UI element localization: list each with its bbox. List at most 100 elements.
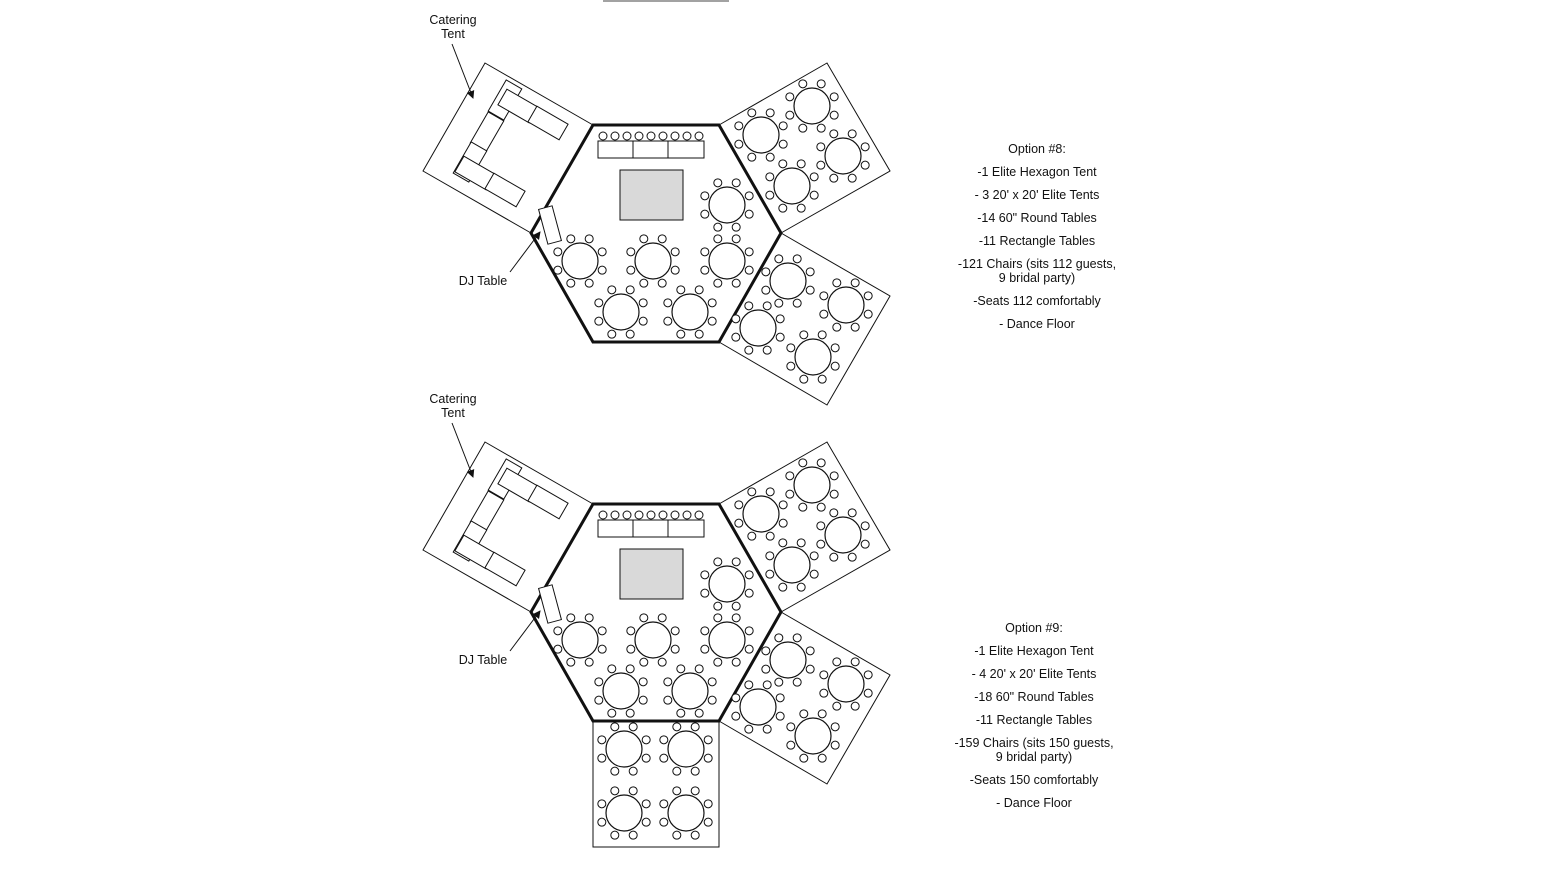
chair [670,131,680,141]
chair [594,316,604,326]
chair [816,79,826,89]
chair [700,644,710,654]
round-table-top [793,87,831,125]
round-table [819,657,873,711]
chair [850,701,860,711]
chair [761,285,771,295]
round-table-top [824,516,862,554]
round-table-top [671,293,709,331]
chair [829,508,839,518]
round-table-top [742,116,780,154]
chair [829,552,839,562]
round-table [816,508,870,562]
chair [778,203,788,213]
chair [584,657,594,667]
chair [785,489,795,499]
chair [694,285,704,295]
chair [700,209,710,219]
chair [863,291,873,301]
chair [694,510,704,520]
chair [639,657,649,667]
chair [638,298,648,308]
label-line: Catering [429,392,476,406]
chair [744,588,754,598]
chair [819,291,829,301]
chair [734,518,744,528]
round-table [663,285,717,339]
option-item: -1 Elite Hexagon Tent [977,165,1097,179]
chair [744,247,754,257]
chair [553,644,563,654]
chair [744,265,754,275]
chair [847,508,857,518]
round-table-top [561,621,599,659]
chair [597,644,607,654]
chair [792,633,802,643]
chair [744,345,754,355]
chair [829,173,839,183]
chair [713,557,723,567]
chair [778,518,788,528]
chair [805,664,815,674]
chair [598,510,608,520]
chair [628,722,638,732]
chair [805,285,815,295]
chair [657,278,667,288]
chair [798,79,808,89]
dance-floor [619,169,684,221]
chair [799,753,809,763]
chair [731,178,741,188]
chair [670,644,680,654]
round-table-top [739,688,777,726]
chair [786,343,796,353]
option-item: -11 Rectangle Tables [975,713,1093,727]
chair [663,695,673,705]
chair [690,786,700,796]
label-line: DJ Table [459,274,507,288]
chair [775,314,785,324]
chair [626,247,636,257]
chair [626,644,636,654]
dj-table-label: DJ Table [459,274,507,288]
round-table-top [794,717,832,755]
round-table [731,680,785,734]
option-8-details: Option #8: -1 Elite Hexagon Tent - 3 20'… [917,142,1157,340]
chair [690,766,700,776]
chair [597,799,607,809]
chair [734,500,744,510]
chair [796,203,806,213]
chair [774,298,784,308]
chair [731,601,741,611]
chair [672,722,682,732]
chair [641,799,651,809]
chair [830,343,840,353]
chair [700,570,710,580]
round-table [734,487,788,541]
round-table [626,234,680,288]
chair [625,329,635,339]
round-table-top [605,730,643,768]
chair [778,582,788,592]
round-table-top [739,309,777,347]
option-item: - 3 20' x 20' Elite Tents [974,188,1100,202]
chair [762,680,772,690]
chair [622,131,632,141]
chair [778,121,788,131]
round-table-top [708,242,746,280]
chair [744,191,754,201]
chair [610,766,620,776]
head-table [597,140,705,159]
chair [765,108,775,118]
chair [700,191,710,201]
chair [775,711,785,721]
chair [731,314,741,324]
round-table-top [769,262,807,300]
chair [694,329,704,339]
chair [658,131,668,141]
round-table [765,159,819,213]
chair [657,613,667,623]
chair [863,309,873,319]
option-item: -121 Chairs (sits 112 guests, 9 bridal p… [957,257,1117,285]
round-table-top [561,242,599,280]
